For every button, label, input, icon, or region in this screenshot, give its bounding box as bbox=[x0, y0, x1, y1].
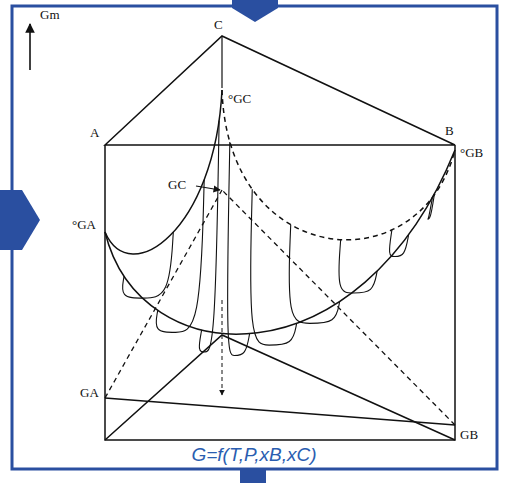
vertex-label: A bbox=[90, 126, 99, 139]
surface-mesh bbox=[339, 240, 377, 293]
surface-mesh bbox=[156, 180, 204, 333]
frame bbox=[12, 6, 497, 469]
energy-label: GC bbox=[168, 178, 186, 191]
blue-chevron bbox=[0, 190, 40, 250]
surface-mesh bbox=[390, 230, 409, 257]
energy-label: °GC bbox=[228, 92, 251, 105]
blue-chevron bbox=[240, 468, 266, 483]
energy-label: °GB bbox=[460, 146, 483, 159]
prism-edge bbox=[221, 36, 222, 88]
energy-label: GA bbox=[80, 386, 99, 399]
energy-label: °GA bbox=[72, 218, 96, 231]
surface-mesh bbox=[199, 120, 219, 351]
surface-mesh bbox=[428, 194, 434, 220]
surface-mesh bbox=[289, 225, 339, 324]
prism-outline bbox=[105, 36, 455, 440]
leader-line bbox=[196, 186, 220, 190]
gibbs-surface bbox=[105, 90, 455, 356]
vertex-label: C bbox=[214, 18, 223, 31]
axis-label: Gm bbox=[40, 8, 60, 21]
surface-mesh bbox=[123, 232, 174, 298]
surface-mesh bbox=[228, 142, 250, 356]
caption: G=f(T,P,xB,xC) bbox=[191, 444, 316, 466]
reference-plane bbox=[105, 190, 455, 425]
dashed-drop bbox=[222, 300, 223, 395]
vertex-label: B bbox=[445, 124, 454, 137]
axis-arrow bbox=[29, 24, 31, 70]
blue-chevron bbox=[232, 0, 278, 22]
energy-label: GB bbox=[460, 428, 478, 441]
